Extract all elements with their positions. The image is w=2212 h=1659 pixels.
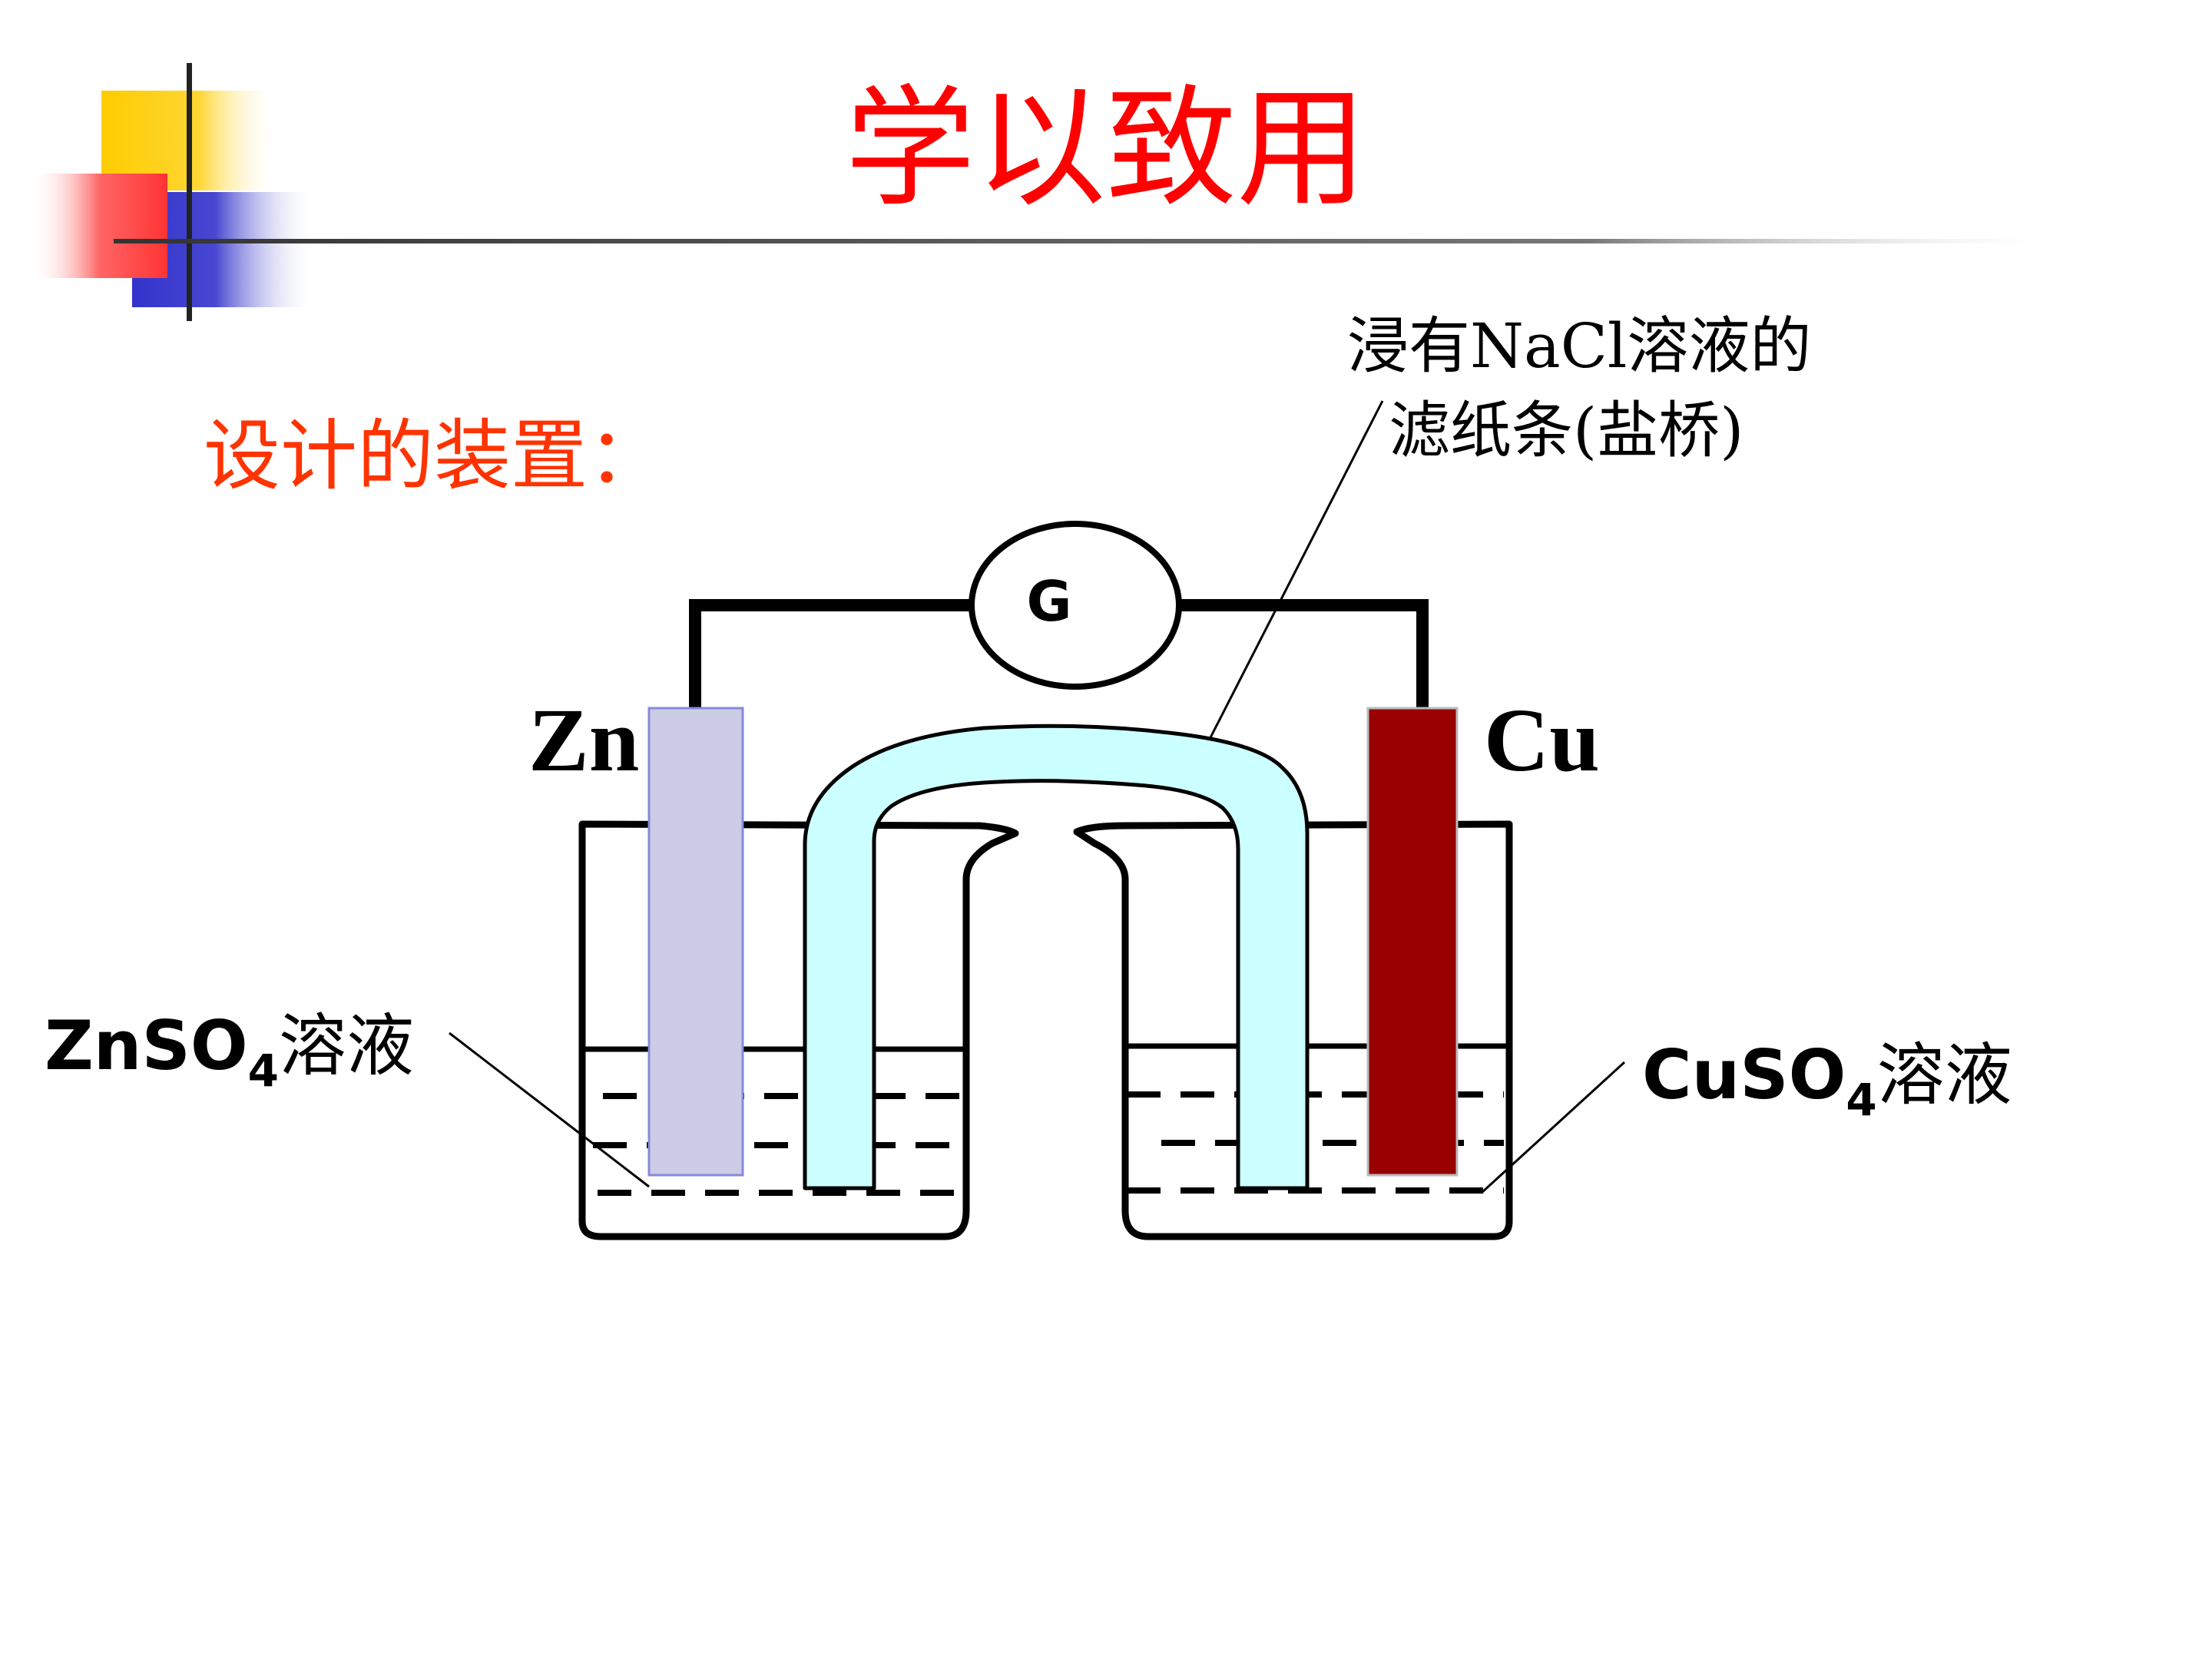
salt-bridge <box>803 724 1310 1190</box>
salt-bridge-note-line1: 浸有NaCl溶液的 <box>1347 310 1812 382</box>
right-solution-suffix: 溶液 <box>1877 1035 2012 1114</box>
copper-electrode <box>1366 707 1459 1177</box>
wire-left <box>689 599 974 708</box>
right-solution-formula: CuSO <box>1642 1035 1846 1114</box>
left-solution-label: ZnSO4溶液 <box>45 1006 414 1097</box>
right-solution-subscript: 4 <box>1846 1074 1876 1126</box>
slide-title: 学以致用 <box>845 73 1367 225</box>
left-solution-suffix: 溶液 <box>279 1006 414 1085</box>
left-solution-pointer-line <box>449 1031 650 1188</box>
salt-bridge-note: 浸有NaCl溶液的 滤纸条(盐桥) <box>1204 310 1812 747</box>
left-beaker <box>578 820 1019 1240</box>
galvanometer-label: G <box>1026 569 1071 634</box>
deco-vertical-line <box>187 63 192 321</box>
corner-decoration <box>31 63 2080 321</box>
left-solution-subscript: 4 <box>248 1045 279 1097</box>
right-solution-pointer-line <box>1481 1061 1626 1194</box>
slide-subtitle: 设计的装置： <box>204 411 664 501</box>
zinc-electrode <box>647 707 744 1177</box>
right-solution-label: CuSO4溶液 <box>1642 1035 2012 1126</box>
galvanometer-body <box>969 521 1182 690</box>
deco-red-square <box>31 174 167 278</box>
zinc-label: Zn <box>528 690 639 790</box>
salt-bridge-pointer-line <box>1204 400 1384 747</box>
salt-bridge-note-line2: 滤纸条(盐桥) <box>1389 395 1743 466</box>
galvanometer: G <box>969 521 1182 690</box>
left-solution-formula: ZnSO <box>45 1006 248 1085</box>
wire-right <box>1179 599 1429 708</box>
left-beaker-outline <box>578 820 1019 1240</box>
external-circuit <box>689 599 1429 708</box>
title-underline <box>114 239 2080 243</box>
copper-label: Cu <box>1484 690 1600 790</box>
right-beaker-outline <box>1073 820 1513 1240</box>
